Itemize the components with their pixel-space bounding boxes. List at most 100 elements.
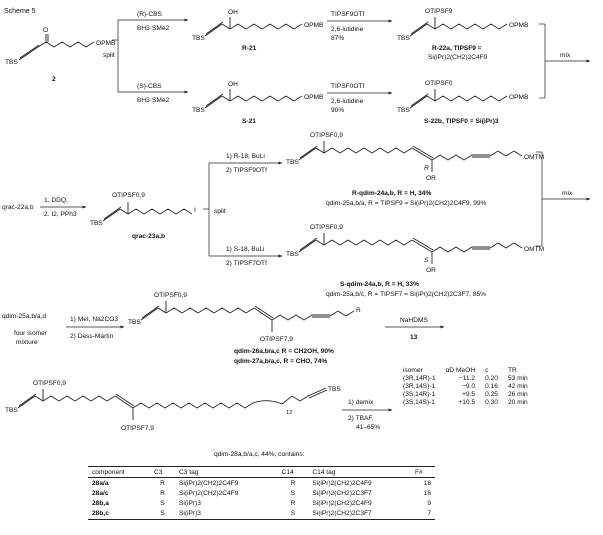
table-row: (3S,14S)-1 +10.5 0.30 20 min [398, 399, 533, 407]
ketone-oxygen-label: O [43, 27, 48, 34]
c3-tag-cell: Si(iPr)2(CH2)2C4F9 [178, 489, 239, 497]
dess-martin-step: 2) Dess-Martin [70, 333, 114, 340]
c14-cell: S [277, 508, 309, 520]
c3-cell: R [160, 489, 165, 497]
c14-tag-cell: Si(iPr)2(CH2)2C4F9 [312, 479, 372, 487]
c3-cell: S [149, 508, 175, 520]
demix-step: 1) demix [348, 399, 374, 406]
tbs-label: TBS [286, 251, 299, 258]
lutidine-reagent: 2,6-lutidine [331, 26, 364, 33]
tips-f9-step: 2) TIPSF9OTf [226, 167, 267, 174]
header-c14: C14 [277, 465, 309, 479]
c3-tag-cell: Si(iPr)2(CH2)2C4F9 [178, 479, 239, 487]
compound-qrac23: TBS OTIPSF0,9 I qrac-23a,b [90, 192, 196, 240]
c14-tag-cell: Si(iPr)2(CH2)2C4F9 [312, 500, 372, 508]
opmb-label: OPMB [509, 94, 529, 101]
concentration-cell: 0.30 [485, 399, 498, 407]
otips-f09-label: OTIPSF0,9 [310, 224, 343, 231]
omtm-label: OMTM [524, 246, 544, 253]
compound-r-qdim24: TBS OTIPSF0,9 R OR OMTM R-qdim-24a,b, R … [286, 132, 544, 207]
otips-f0-label: OTIPSF0 [425, 80, 453, 87]
r-label: R [356, 307, 361, 314]
hydroxyl-label: OH [228, 81, 238, 88]
c14-cell: S [290, 489, 296, 497]
r18-step: 1) R-18, BuLi [226, 153, 265, 160]
header-alpha-d: αD MeOH [445, 366, 476, 374]
c14-tag-cell: Si(iPr)2(CH2)2C3F7 [312, 489, 372, 497]
table-row: 28a/a R Si(iPr)2(CH2)2C4F9 R Si(iPr)2(CH… [88, 478, 435, 489]
otips-top-label: OTIPSF0,9 [33, 380, 66, 387]
component-cell: 28a/c [92, 489, 109, 497]
tbs-label: TBS [192, 107, 205, 114]
isomer-rotation-table: isomer αD MeOH c TR (3R,14R)-1 −11.2 0.2… [398, 366, 533, 407]
c14-cell: R [290, 479, 296, 487]
tips-f9-otf-reagent: TIPSF9OTf [331, 11, 365, 18]
isomer-cell: (3S,14R)-1 [403, 391, 436, 399]
yield-top: 87% [331, 35, 344, 42]
tbs-label: TBS [286, 159, 299, 166]
otips-bottom-label: OTIPSF7,9 [260, 336, 293, 343]
split-label: split [214, 208, 226, 215]
tips-f7-step: 2) TIPSF7OTf [226, 260, 267, 267]
compound-s-qdim24: TBS OTIPSF0,9 S OR OMTM S-qdim-24a,b, R … [286, 224, 544, 298]
s22b-label: S-22b, TIPSF0 = Si(iPr)3 [424, 118, 499, 125]
compound-2: TBS O OPMB 2 [5, 27, 116, 83]
tbs-label: TBS [192, 35, 205, 42]
opmb-label: OPMB [304, 94, 324, 101]
isomer-note-1: four isomer [14, 330, 48, 337]
tbs-label: TBS [328, 386, 341, 393]
header-isomer: isomer [403, 366, 423, 374]
concentration-cell: 0.20 [485, 374, 498, 382]
concentration-cell: 0.16 [485, 382, 498, 390]
yield-bottom: 90% [331, 107, 344, 114]
f-count-cell: 7 [411, 508, 435, 520]
tbs-label: TBS [5, 59, 18, 66]
otips-f09-label: OTIPSF0,9 [310, 132, 343, 139]
tbs-label: TBS [128, 319, 141, 326]
otips-bottom-label: OTIPSF7,9 [121, 425, 154, 432]
tbs-label: TBS [397, 35, 410, 42]
s21-label: S-21 [242, 118, 256, 125]
qdim27-label: qdim-27a,b/a,c, R = CHO, 74% [234, 358, 327, 365]
tbaf-yield: 41–65% [356, 424, 380, 431]
table-row: (3R,14S)-1 −9.0 0.16 42 min [398, 382, 533, 390]
retention-cell: 42 min [507, 382, 528, 390]
isomer-cell: (3R,14S)-1 [403, 382, 436, 390]
s18-step: 1) S-18, BuLi [226, 246, 265, 253]
opmb-label: OPMB [304, 22, 324, 29]
mix-label-row2: mix [562, 190, 573, 197]
mix-label-row1: mix [560, 52, 571, 59]
lutidine-reagent: 2,6-lutidine [331, 98, 364, 105]
otips-f09-label: OTIPSF0,9 [112, 192, 145, 199]
qdim25-start-label: qdim-25a,b/a,d [2, 313, 46, 320]
qrac23-label: qrac-23a,b [132, 233, 165, 240]
top-cbs-reagent: (R)-CBS [137, 11, 163, 18]
split-label: split [103, 52, 115, 59]
f-count-cell: 18 [423, 479, 431, 487]
header-c: c [485, 366, 489, 374]
c3-tag-cell: Si(iPr)3 [178, 500, 201, 508]
tbaf-step: 2) TBAF, [348, 415, 374, 422]
iodide-label: I [194, 207, 196, 214]
rotation-cell: −9.0 [462, 382, 476, 390]
isomer-note-2: mixture [16, 339, 38, 346]
r22a-tag-label: Si(iPr)2(CH2)2C4F9 [428, 54, 488, 61]
retention-cell: 20 min [507, 399, 528, 407]
stereo-r-label: R [424, 165, 429, 172]
s-qdim24-label: S-qdim-24a,b, R = H, 33% [340, 281, 419, 288]
scheme-title: Scheme 5 [4, 8, 36, 15]
header-c14-tag: C14 tag [308, 465, 412, 479]
compound-qdim28: TBS OTIPSF0,9 OTIPSF7,9 12 TBS [5, 380, 341, 432]
bottom-borane-reagent: BH3·SMe2 [137, 97, 170, 104]
or-label: OR [426, 175, 436, 182]
tbs-label: TBS [90, 220, 103, 227]
opmb-label: OPMB [509, 22, 529, 29]
header-c3-tag: C3 tag [174, 465, 278, 479]
concentration-cell: 0.25 [485, 391, 498, 399]
component-cell: 28b,a [92, 500, 109, 508]
c14-cell: R [290, 500, 296, 508]
r-qdim24-label: R-qdim-24a,b, R = H, 34% [352, 190, 431, 197]
tips-f0-otf-reagent: TIPSF0OTf [331, 83, 365, 90]
retention-cell: 53 min [507, 374, 528, 382]
compound-qdim26: TBS OTIPSF0,9 OTIPSF7,9 R qdim-26a,b/a,c… [128, 292, 361, 365]
